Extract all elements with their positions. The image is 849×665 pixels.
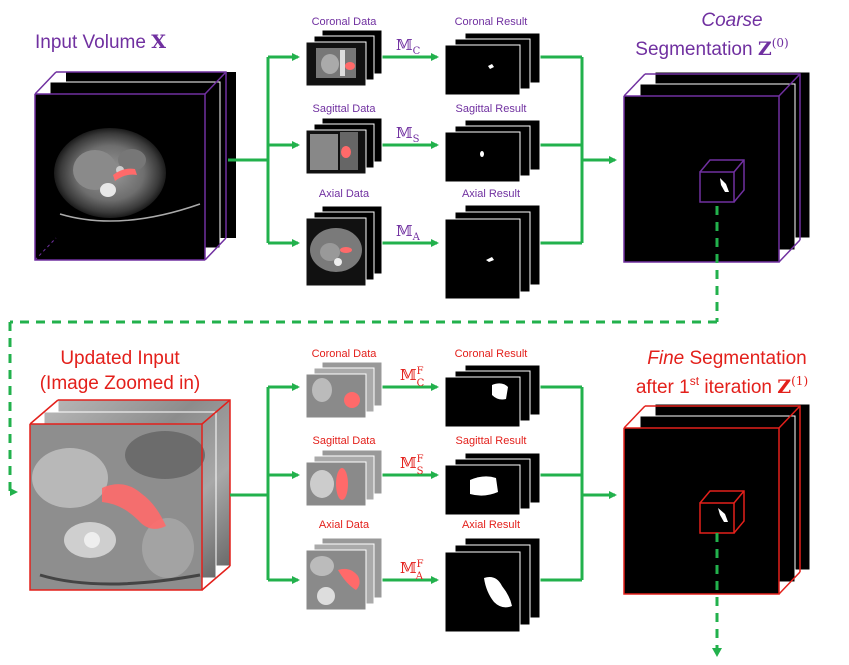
bottom-output-volume — [623, 403, 811, 595]
top-axial-data-stack — [305, 205, 383, 287]
bottom-coronal-result-stack — [444, 364, 541, 428]
top-sagittal-data-stack — [305, 117, 383, 175]
bottom-axial-result-stack — [444, 537, 541, 633]
continuation-arrowhead — [712, 648, 722, 657]
top-axial-data-label: Axial Data — [319, 188, 370, 200]
bottom-input-title-line1: Updated Input — [60, 348, 180, 369]
feedback-arrowhead — [10, 488, 18, 496]
top-coronal-result-stack — [444, 32, 541, 96]
top-model-axial: 𝕄A — [396, 222, 421, 243]
top-roi-cube — [699, 159, 745, 203]
top-coronal-data-label: Coronal Data — [312, 16, 378, 28]
bottom-axial-data-label: Axial Data — [319, 519, 370, 531]
top-sagittal-result-label: Sagittal Result — [456, 103, 527, 115]
top-coronal-data-stack — [305, 29, 383, 87]
bottom-input-volume — [29, 399, 231, 591]
top-output-volume — [623, 71, 811, 263]
bottom-sagittal-result-stack — [444, 452, 541, 516]
bottom-coronal-data-stack — [305, 361, 383, 419]
bottom-sagittal-result-label: Sagittal Result — [456, 435, 527, 447]
top-coronal-result-label: Coronal Result — [455, 16, 528, 28]
bottom-coronal-data-label: Coronal Data — [312, 348, 378, 360]
top-input-volume — [34, 71, 236, 261]
bottom-coronal-result-label: Coronal Result — [455, 348, 528, 360]
bottom-axial-data-stack — [305, 537, 383, 611]
top-input-title: Input Volume X — [35, 31, 166, 53]
bottom-axial-result-label: Axial Result — [462, 519, 520, 531]
top-sagittal-result-stack — [444, 119, 541, 183]
ct-axial-slice-image — [54, 128, 201, 222]
bottom-input-title-line2: (Image Zoomed in) — [40, 373, 201, 394]
top-model-sagittal: 𝕄S — [396, 124, 420, 145]
bottom-flow-connectors — [230, 383, 617, 584]
bottom-sagittal-data-stack — [305, 449, 383, 507]
feedback-dashed-connector — [8, 206, 719, 492]
top-output-title-line2: Segmentation Z(0) — [635, 36, 788, 60]
top-flow-connectors — [228, 53, 617, 247]
top-axial-result-label: Axial Result — [462, 188, 520, 200]
bottom-output-title-line2: after 1st iteration Z(1) — [636, 374, 808, 398]
ct-zoomed-slice-image — [30, 424, 205, 590]
top-model-coronal: 𝕄C — [396, 36, 421, 57]
bottom-output-title-line1: Fine Segmentation — [647, 348, 807, 369]
bottom-sagittal-data-label: Sagittal Data — [313, 435, 377, 447]
top-axial-result-stack — [444, 204, 541, 300]
top-sagittal-data-label: Sagittal Data — [313, 103, 377, 115]
top-output-title-line1: Coarse — [701, 10, 762, 31]
